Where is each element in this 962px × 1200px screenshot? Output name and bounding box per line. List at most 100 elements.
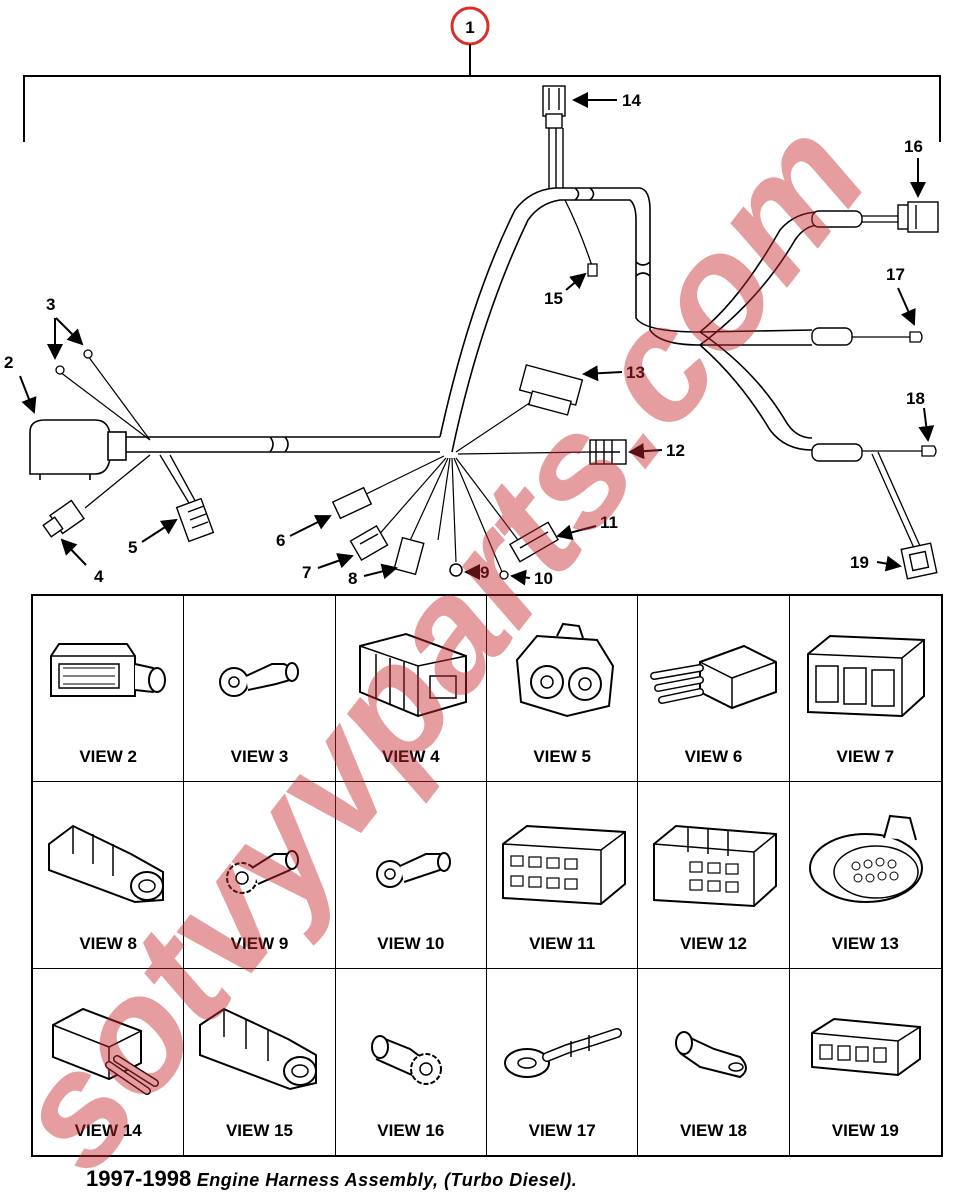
ring-terminal-9 — [449, 563, 463, 577]
weatherpack-connector-icon — [52, 1007, 159, 1095]
ring-terminal-icon — [375, 852, 451, 889]
view-label: VIEW 18 — [679, 1120, 748, 1140]
large-ring-terminal-icon — [503, 1027, 622, 1078]
view-label: VIEW 12 — [679, 933, 748, 953]
connector-4 — [42, 499, 85, 538]
assembly-callout: 1 — [23, 6, 941, 142]
ring-terminal-10 — [499, 570, 509, 580]
connector-8 — [393, 536, 425, 576]
view-label: VIEW 17 — [528, 1120, 596, 1140]
callout-19: 19 — [850, 553, 869, 572]
ring-terminal-3b — [83, 349, 93, 359]
view-label: VIEW 5 — [533, 747, 591, 767]
view-cell: VIEW 2 — [33, 596, 185, 783]
callout-9: 9 — [480, 563, 489, 582]
view-label: VIEW 19 — [831, 1120, 899, 1140]
terminal-18 — [921, 445, 937, 457]
star-ring-terminal-icon — [226, 850, 300, 895]
ecm-connector-icon — [50, 643, 166, 697]
connector-5 — [175, 497, 215, 543]
connector-6 — [331, 486, 373, 520]
connector-14 — [542, 85, 566, 129]
two-pin-connector-icon — [199, 1007, 318, 1090]
view-cell: VIEW 10 — [335, 782, 487, 969]
view-cell: VIEW 9 — [184, 782, 336, 969]
view-cell: VIEW 16 — [336, 968, 487, 1155]
connector-16 — [897, 201, 939, 233]
callout-12: 12 — [666, 441, 685, 460]
ring-terminal-icon — [675, 1030, 748, 1078]
view-cell: VIEW 12 — [638, 782, 790, 969]
view-label: VIEW 7 — [836, 747, 895, 767]
view-label: VIEW 10 — [377, 933, 445, 953]
view-cell: VIEW 4 — [335, 596, 487, 783]
callout-7: 7 — [302, 563, 311, 582]
view-label: VIEW 2 — [79, 747, 137, 767]
four-pin-connector-icon — [810, 1017, 921, 1076]
callout-10: 10 — [534, 569, 553, 588]
view-label: VIEW 8 — [79, 933, 137, 953]
callout-3: 3 — [46, 295, 55, 314]
sealed-connector-icon — [358, 632, 467, 718]
callout-5: 5 — [128, 538, 137, 557]
view-cell: VIEW 18 — [638, 968, 790, 1155]
caption-years: 1997-1998 — [86, 1166, 192, 1191]
view-cell: VIEW 5 — [486, 596, 639, 783]
view-cell: VIEW 11 — [486, 782, 639, 969]
view-cell: VIEW 3 — [184, 596, 336, 783]
terminal-17 — [909, 331, 923, 343]
connector-19 — [900, 542, 938, 580]
view-label: VIEW 6 — [684, 747, 743, 767]
connector-11 — [508, 521, 560, 563]
view-label: VIEW 15 — [225, 1120, 294, 1140]
callout-16: 16 — [904, 137, 923, 156]
view-cell: VIEW 8 — [33, 782, 185, 969]
figure-caption: 1997-1998 Engine Harness Assembly, (Turb… — [86, 1166, 577, 1192]
connector-2 — [29, 419, 127, 480]
terminal-15 — [587, 263, 598, 277]
connector-13 — [518, 364, 584, 416]
view-label: VIEW 4 — [382, 747, 440, 767]
block-connector-icon — [806, 634, 925, 718]
harness-trunk — [110, 187, 821, 453]
view-cell: VIEW 15 — [184, 968, 336, 1155]
view-cell: VIEW 19 — [790, 969, 941, 1155]
three-pin-connector-icon — [650, 644, 778, 710]
view-label: VIEW 9 — [230, 933, 289, 953]
wire-to-connector-14 — [548, 128, 564, 188]
view-cell: VIEW 17 — [487, 968, 639, 1155]
view-cell: VIEW 13 — [789, 782, 941, 969]
star-ring-terminal-icon — [370, 1034, 442, 1085]
connector-7 — [349, 525, 389, 561]
callout-11: 11 — [600, 513, 618, 532]
ring-terminal-icon — [219, 662, 300, 697]
callout-13: 13 — [626, 363, 645, 382]
callout-4: 4 — [94, 567, 104, 586]
view-label: VIEW 16 — [377, 1120, 445, 1140]
caption-title: Engine Harness Assembly, (Turbo Diesel). — [196, 1170, 578, 1190]
view-label: VIEW 11 — [529, 933, 596, 953]
round-connector-icon — [515, 622, 615, 718]
callout-17: 17 — [886, 265, 905, 284]
view-cell: VIEW 6 — [638, 596, 790, 783]
junction-branch-wires — [357, 395, 591, 573]
two-pin-connector-icon — [48, 825, 164, 904]
view-label: VIEW 14 — [74, 1120, 142, 1140]
callout-8: 8 — [348, 569, 357, 588]
callout-2: 2 — [4, 353, 13, 372]
callout-14: 14 — [622, 91, 641, 110]
view-cell: VIEW 14 — [33, 968, 185, 1155]
view-label: VIEW 13 — [831, 933, 899, 953]
harness-sleeves — [811, 210, 863, 462]
svg-text:1: 1 — [465, 18, 474, 37]
multi-pin-connector-icon — [501, 825, 626, 906]
view-cell: VIEW 7 — [789, 596, 941, 783]
callout-18: 18 — [906, 389, 925, 408]
connector-view-grid: VIEW 2 VIEW 3 VIEW 4 VIEW 5 — [31, 594, 943, 1157]
multi-pin-connector-icon — [653, 825, 778, 908]
connector-12 — [589, 439, 627, 465]
callout-15: 15 — [544, 289, 563, 308]
round-multi-pin-connector-icon — [808, 815, 923, 904]
callout-6: 6 — [276, 531, 285, 550]
